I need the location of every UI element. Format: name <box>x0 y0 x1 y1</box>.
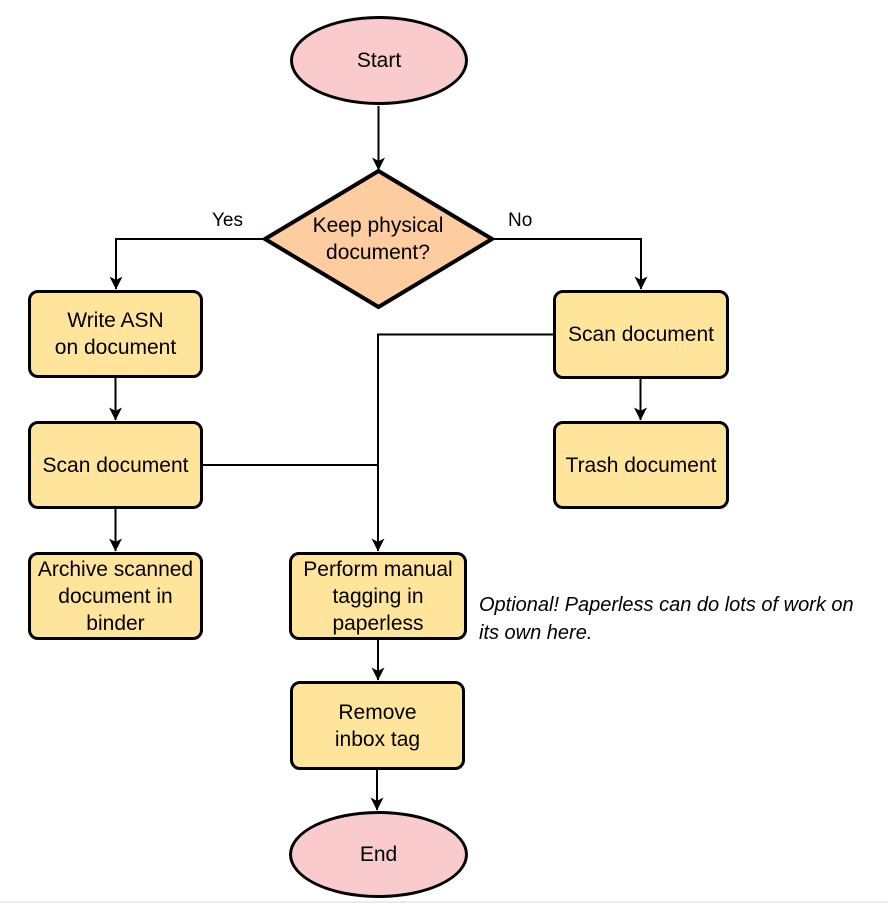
node-manual-tagging-label: Perform manual tagging in paperless <box>303 557 453 635</box>
node-archive-binder-label: Archive scanned document in binder <box>37 557 194 635</box>
node-archive-binder: Archive scanned document in binder <box>28 552 203 640</box>
node-write-asn: Write ASN on document <box>28 290 203 378</box>
node-scan-document-right: Scan document <box>553 290 729 379</box>
node-scan-document-right-label: Scan document <box>568 323 714 346</box>
decision-diamond <box>261 168 496 310</box>
node-scan-document-left-label: Scan document <box>42 453 189 477</box>
node-end-label: End <box>359 843 398 866</box>
node-decision-label: Keep physical document? <box>312 214 444 264</box>
node-start-label: Start <box>356 49 402 72</box>
edge-decision-scan-right <box>492 238 648 290</box>
node-scan-document-left: Scan document <box>28 421 203 509</box>
node-end: End <box>289 811 468 898</box>
node-write-asn-label: Write ASN on document <box>54 309 177 359</box>
node-remove-inbox-tag-label: Remove inbox tag <box>334 700 421 751</box>
node-trash-document: Trash document <box>553 421 729 509</box>
edge-label-yes: Yes <box>212 210 243 231</box>
optional-note: Optional! Paperless can do lots of work … <box>479 594 854 644</box>
edge-label-no: No <box>508 210 533 231</box>
bottom-divider <box>0 901 888 903</box>
edge-scan-right-tagging <box>371 333 553 552</box>
node-start: Start <box>290 16 468 105</box>
node-trash-document-label: Trash document <box>565 453 717 477</box>
node-manual-tagging: Perform manual tagging in paperless <box>289 552 467 640</box>
edge-decision-write-asn <box>109 238 265 290</box>
node-remove-inbox-tag: Remove inbox tag <box>290 681 465 770</box>
